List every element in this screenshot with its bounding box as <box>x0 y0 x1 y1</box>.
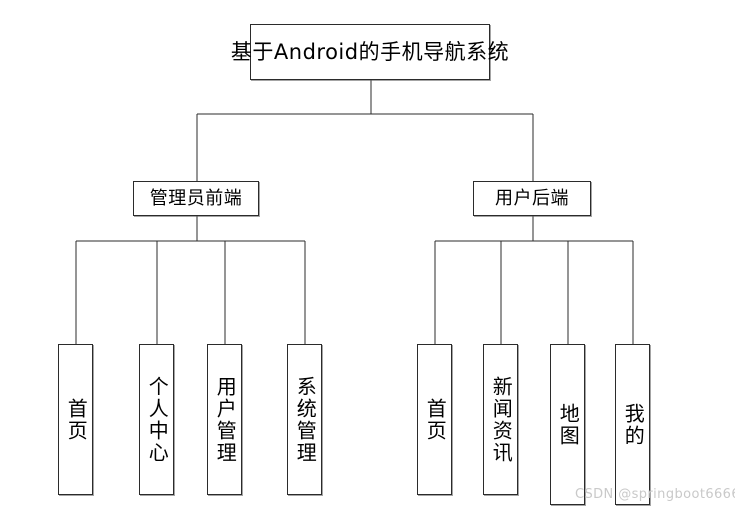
node-admin-frontend[interactable]: 管理员前端 <box>133 181 259 216</box>
node-admin-home-label: 首页 <box>64 397 89 442</box>
node-root-system[interactable]: 基于Android的手机导航系统 <box>231 24 509 80</box>
node-user-news[interactable]: 新闻资讯 <box>483 344 518 495</box>
node-admin-system-management-label: 系统管理 <box>293 375 318 464</box>
node-user-map[interactable]: 地图 <box>550 344 585 505</box>
node-user-home[interactable]: 首页 <box>417 344 452 495</box>
node-admin-system-management[interactable]: 系统管理 <box>287 344 322 495</box>
node-user-news-label: 新闻资讯 <box>489 375 514 464</box>
csdn-watermark: CSDN @springboot666666 <box>575 487 735 502</box>
node-admin-frontend-label: 管理员前端 <box>149 187 243 209</box>
node-admin-personal-center[interactable]: 个人中心 <box>139 344 174 495</box>
node-admin-user-management-label: 用户管理 <box>213 375 238 464</box>
node-admin-home[interactable]: 首页 <box>58 344 93 495</box>
node-user-backend-label: 用户后端 <box>495 187 569 209</box>
node-user-home-label: 首页 <box>423 397 448 442</box>
node-root-label: 基于Android的手机导航系统 <box>230 39 510 64</box>
node-user-map-label: 地图 <box>556 402 581 447</box>
node-admin-personal-center-label: 个人中心 <box>145 375 170 464</box>
node-user-mine-label: 我的 <box>621 402 646 447</box>
node-user-mine[interactable]: 我的 <box>615 344 650 505</box>
node-user-backend[interactable]: 用户后端 <box>473 181 591 216</box>
node-admin-user-management[interactable]: 用户管理 <box>207 344 242 495</box>
